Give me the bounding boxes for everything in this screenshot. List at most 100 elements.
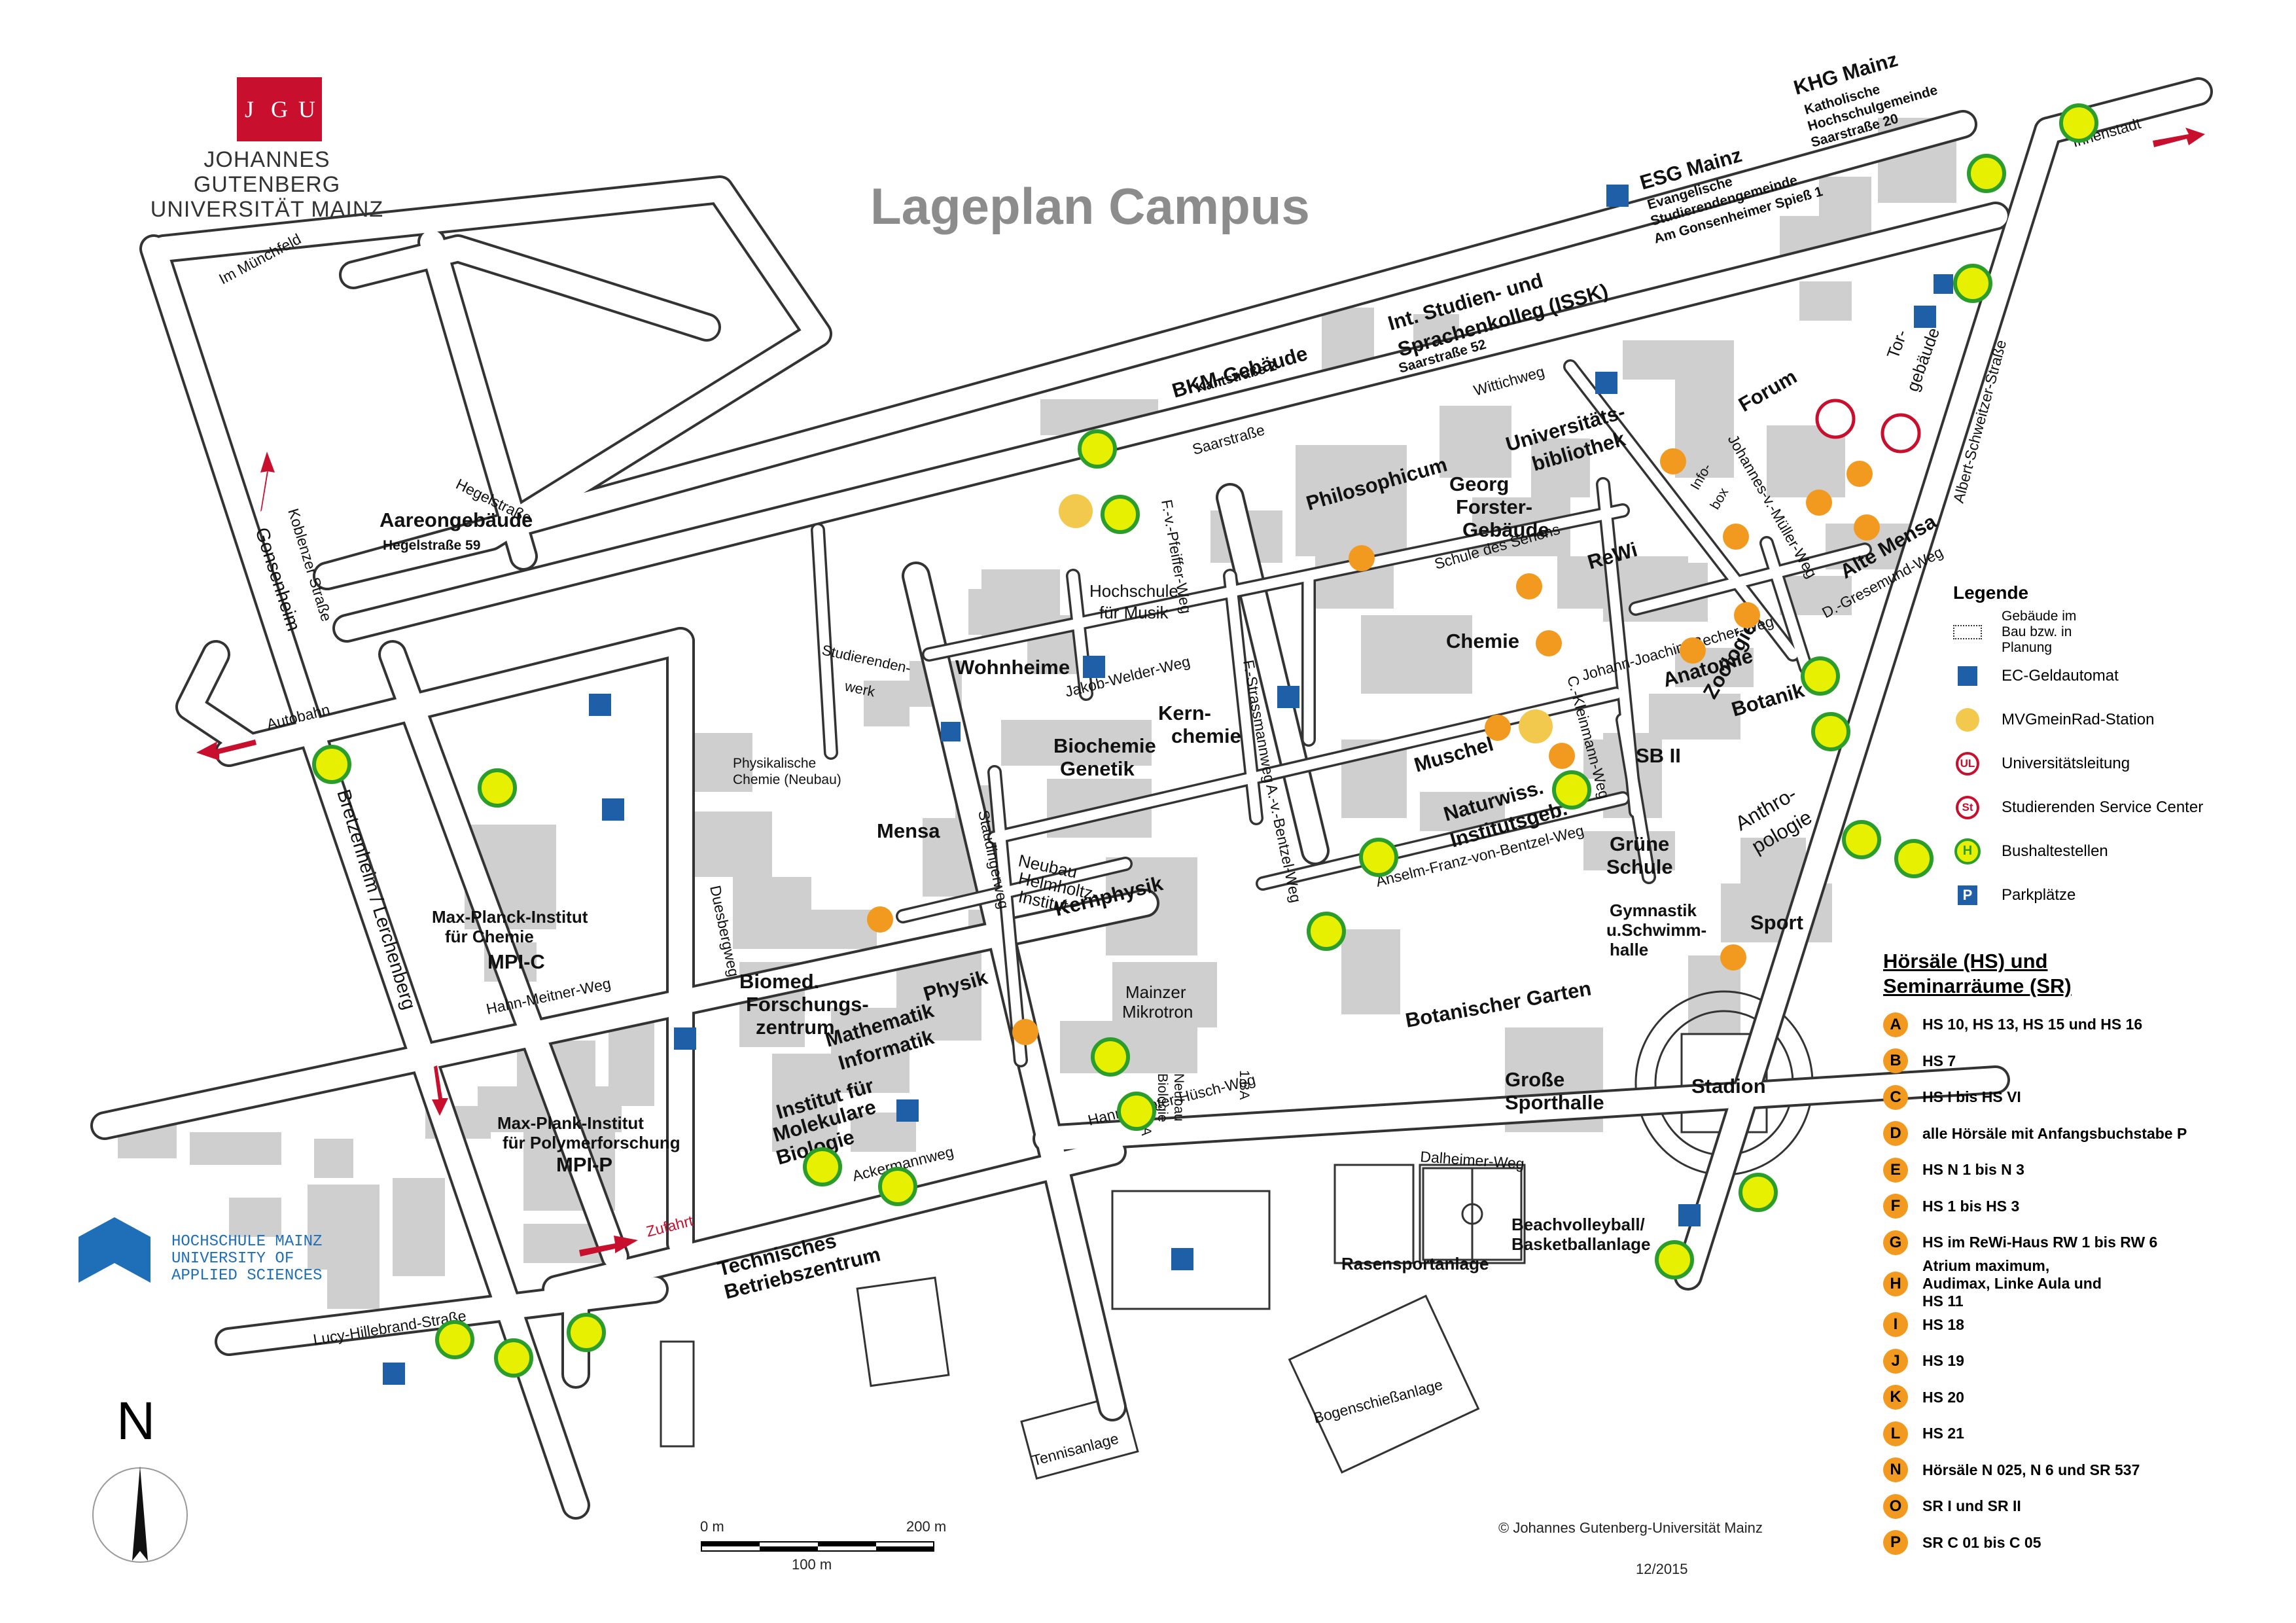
map-label: Basketballanlage [1511,1234,1650,1254]
map-label: Studierenden- [821,641,912,676]
map-label: Biologie [1155,1073,1170,1122]
hall-marker-j [1680,637,1706,664]
bus-stop-icon [1801,656,1840,696]
scale-label-100: 100 m [792,1556,832,1573]
hall-marker-a [1806,490,1832,516]
map-label: Mikrotron [1122,1002,1193,1022]
hall-marker-i [1734,602,1760,628]
hochschule-logo [79,1217,150,1283]
bus-stop-icon [1842,820,1881,859]
bus-stops[interactable] [312,103,2098,1378]
bus-stop-icon [567,1313,606,1352]
campus-paths [811,359,1872,1067]
map-label: Neubau [1171,1073,1186,1122]
map-label: Biomed. [739,970,819,993]
map-label: SB II [1636,744,1681,767]
ec-atm-icon [1934,274,1953,294]
bus-stop-icon [1894,839,1934,878]
bus-stop-icon [803,1147,842,1186]
map-label: Wohnheime [955,656,1070,679]
map-label: Kern- [1158,702,1211,724]
map-label: Aareongebäude [380,508,533,531]
bus-stop-icon [1078,429,1117,469]
hall-markers[interactable] [867,448,1880,1045]
map-label: Mensa [877,819,940,842]
parking-icon: P [1953,881,1982,910]
bus-stop-icon [494,1338,533,1378]
legend-item: P Parkplätze [1953,873,2280,917]
scale-bar [701,1541,934,1552]
parking-icon [589,694,611,716]
legend-item: Gebäude im Bau bzw. in Planung [1953,609,2280,655]
map-date: 12/2015 [1636,1561,1688,1577]
map-label: Hochschule [1089,581,1178,601]
scale-label-200: 200 m [906,1518,947,1535]
hall-marker-k [1536,630,1562,656]
parking-icon [1277,686,1299,708]
parking-icon [1678,1204,1701,1226]
bus-stop-icon [1552,770,1591,810]
map-label: Forster- [1456,495,1532,518]
map-label: 1.BA [1237,1070,1252,1100]
page-title: Lageplan Campus [870,177,1310,235]
map-label: Gebäude [1462,518,1549,541]
map-label: für Polymerforschung [503,1133,680,1152]
map-label: Gymnastik [1610,901,1697,920]
buildings [118,118,1956,1309]
hall-marker-d [1349,545,1375,571]
map-label: Chemie (Neubau) [733,772,841,787]
map-label: u.Schwimm- [1606,920,1706,940]
hall-marker-h [1854,514,1880,541]
sport-areas [660,990,1814,1480]
bus-stop-icon [1953,264,1992,303]
bus-stop-icon [1101,495,1140,534]
hall-marker-l [1516,573,1542,599]
map-label: Max-Plank-Institut [497,1113,644,1133]
legend: Legende Gebäude im Bau bzw. in Planung E… [1953,582,2280,917]
parking-icon [383,1363,405,1385]
copyright: © Johannes Gutenberg-Universität Mainz [1498,1520,1763,1536]
map-label: Mainzer [1125,982,1186,1002]
bike-station-icon [1059,494,1093,528]
map-label: MPI-C [487,950,545,973]
ec-atm-icon [1953,662,1982,690]
map-label: Sport [1750,911,1803,934]
bus-stop-icon [1967,154,2006,193]
hall-marker-o [1012,1019,1038,1045]
hall-marker-c [1660,448,1686,474]
legend-item: UL Universitätsleitung [1953,741,2280,785]
map-label: MPI-P [556,1153,612,1176]
bus-stop-icon [1091,1037,1130,1077]
special-markers[interactable] [941,274,1953,743]
parking[interactable] [383,185,1936,1385]
map-label: Tennisanlage [1031,1430,1121,1469]
map-label: Schule [1606,855,1673,878]
bus-stop-icon: H [1953,837,1982,866]
bus-stop-icon [435,1320,474,1359]
parking-icon [1606,185,1629,207]
jgu-logo: J G U [237,77,322,141]
ul-icon [1815,399,1856,439]
bus-stop-icon [2059,103,2098,143]
map-label: für Chemie [445,927,534,946]
map-label: Sporthalle [1505,1091,1604,1114]
map-label: box [1707,485,1731,512]
parking-icon [602,798,624,821]
map-label: Bogenschießanlage [1312,1376,1445,1427]
north-arrow [92,1466,188,1563]
map-label: Bretzenheim / Lerchenberg [332,787,419,1012]
parking-icon [1171,1248,1193,1270]
hall-marker-e [1485,715,1511,741]
map-label: chemie [1171,724,1241,747]
